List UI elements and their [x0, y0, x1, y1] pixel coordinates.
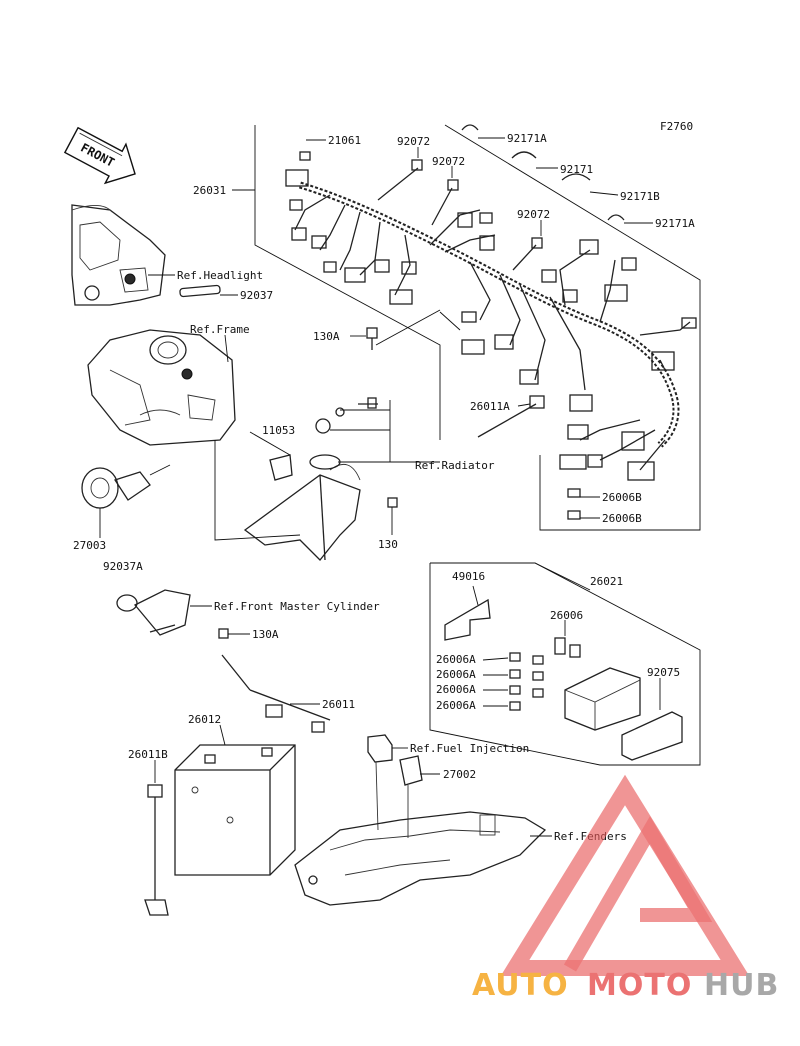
horn: [81, 464, 171, 538]
label-92072-a: 92072: [397, 135, 430, 148]
front-arrow-icon: FRONT: [63, 126, 136, 185]
label-49016: 49016: [452, 570, 485, 583]
main-harness-group: [232, 124, 701, 531]
label-26011: 26011: [322, 698, 355, 711]
front-master-cylinder-switch: [116, 589, 212, 636]
battery: [174, 724, 296, 876]
label-26021: 26021: [590, 575, 623, 588]
label-130a-1: 130A: [313, 330, 340, 343]
label-26006b-1: 26006B: [602, 491, 642, 504]
frame-head: [87, 329, 236, 446]
label-92072-b: 92072: [432, 155, 465, 168]
watermark-logo: AUTO MOTO HUB: [472, 774, 779, 1003]
label-27003: 27003: [73, 539, 106, 552]
label-92171a-1: 92171A: [507, 132, 547, 145]
radiator-bracket: [214, 397, 440, 561]
watermark-text-auto: AUTO: [472, 968, 569, 1003]
headlight-bracket: [71, 204, 238, 306]
bolt-130a: [350, 309, 441, 350]
starter-relay: [367, 734, 440, 838]
fuse-box-group: [429, 562, 701, 766]
label-92171a-2: 92171A: [655, 217, 695, 230]
rear-fender: [294, 811, 552, 906]
label-26012: 26012: [188, 713, 221, 726]
part-labels: 21061 92072 92072 92072 92171A 92171 921…: [73, 132, 695, 843]
label-26006a-1: 26006A: [436, 653, 476, 666]
label-92171: 92171: [560, 163, 593, 176]
label-26006a-3: 26006A: [436, 683, 476, 696]
label-92037a: 92037A: [103, 560, 143, 573]
label-26031: 26031: [193, 184, 226, 197]
label-92075: 92075: [647, 666, 680, 679]
label-ref-fuel-injection: Ref.Fuel Injection: [410, 742, 529, 755]
label-130: 130: [378, 538, 398, 551]
label-92037: 92037: [240, 289, 273, 302]
figure-code: F2760: [660, 120, 693, 133]
label-26006a-4: 26006A: [436, 699, 476, 712]
label-92072-c: 92072: [517, 208, 550, 221]
watermark-text-hub: HUB: [704, 968, 779, 1003]
watermark-text-moto: MOTO: [587, 968, 692, 1003]
bolt-130a-lower: [218, 628, 331, 733]
label-26011b: 26011B: [128, 748, 168, 761]
label-130a-2: 130A: [252, 628, 279, 641]
label-26011a: 26011A: [470, 400, 510, 413]
label-26006a-2: 26006A: [436, 668, 476, 681]
label-11053: 11053: [262, 424, 295, 437]
label-92171b: 92171B: [620, 190, 660, 203]
label-ref-front-master-cylinder: Ref.Front Master Cylinder: [214, 600, 380, 613]
label-21061: 21061: [328, 134, 361, 147]
label-ref-radiator: Ref.Radiator: [415, 459, 495, 472]
label-26006b-2: 26006B: [602, 512, 642, 525]
battery-strap: [144, 760, 169, 916]
label-27002: 27002: [443, 768, 476, 781]
label-26006: 26006: [550, 609, 583, 622]
label-ref-frame: Ref.Frame: [190, 323, 250, 336]
label-ref-headlight: Ref.Headlight: [177, 269, 263, 282]
